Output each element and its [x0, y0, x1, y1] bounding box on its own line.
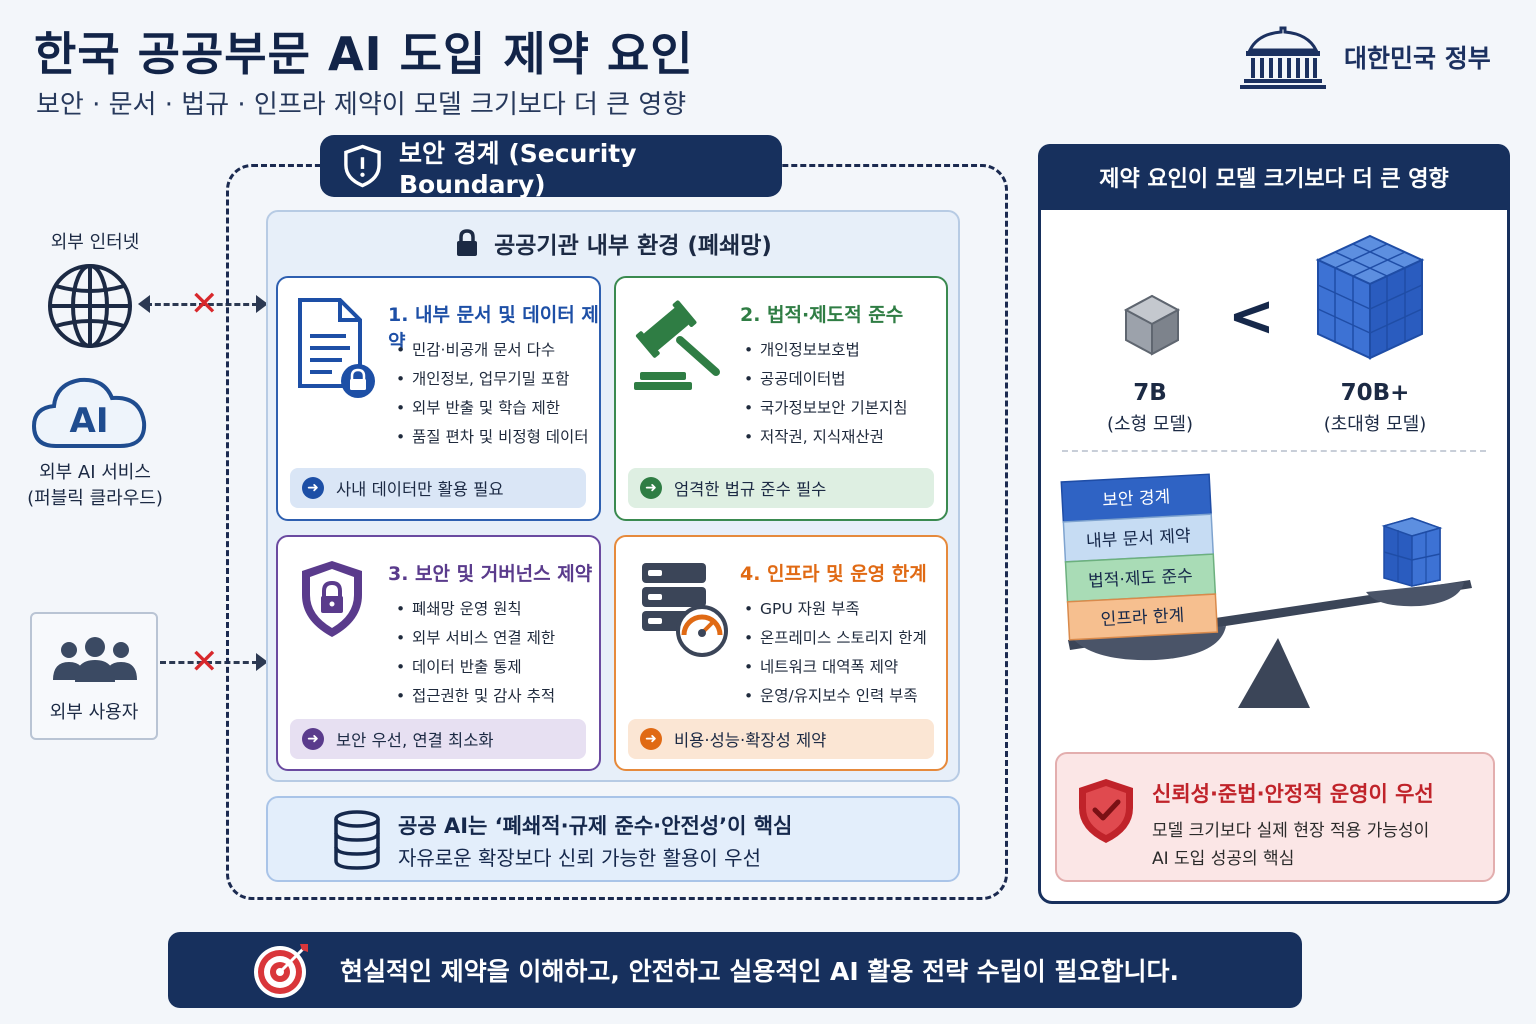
small-model-label: 7B (소형 모델) [1090, 380, 1210, 436]
card-bullets: GPU 자원 부족 온프레미스 스토리지 한계 네트워크 대역폭 제약 운영/유… [744, 595, 927, 711]
small-blue-cube-icon [1381, 517, 1443, 587]
government-logo: 대한민국 정부 [1238, 22, 1508, 92]
shield-check-icon [1079, 779, 1133, 843]
bullet-item: GPU 자원 부족 [744, 595, 927, 624]
card-note-text: 보안 우선, 연결 최소화 [336, 731, 494, 750]
bullet-item: 국가정보보안 기본지침 [744, 394, 908, 423]
footer-message: 현실적인 제약을 이해하고, 안전하고 실용적인 AI 활용 전략 수립이 필요… [340, 957, 1179, 986]
government-building-icon [1240, 26, 1326, 89]
trust-priority-line1: 모델 크기보다 실제 현장 적용 가능성이 [1152, 821, 1430, 841]
small-model-desc: (소형 모델) [1106, 414, 1193, 435]
core-message-title: 공공 AI는 ‘폐쇄적·규제 준수·안전성’이 핵심 [398, 814, 793, 838]
trust-priority-title: 신뢰성·준법·안정적 운영이 우선 [1152, 782, 1434, 806]
bullet-item: 공공데이터법 [744, 365, 908, 394]
external-internet-label: 외부 인터넷 [50, 232, 140, 253]
bullet-item: 민감·비공개 문서 다수 [396, 336, 589, 365]
balance-scale: 보안 경계 내부 문서 제약 법적·제도 준수 인프라 한계 [1060, 473, 1472, 708]
card-note: ➜ 사내 데이터만 활용 필요 [290, 468, 586, 508]
blocked-x-icon: ✕ [190, 642, 219, 682]
card-bullets: 폐쇄망 운영 원칙 외부 서비스 연결 제한 데이터 반출 통제 접근권한 및 … [396, 595, 555, 711]
arrow-circle-icon: ➜ [302, 477, 324, 499]
document-lock-icon [298, 298, 375, 398]
card-legal-compliance: 2. 법적·제도적 준수 개인정보보호법 공공데이터법 국가정보보안 기본지침 … [614, 276, 948, 521]
bullet-item: 폐쇄망 운영 원칙 [396, 595, 555, 624]
card-title: 3. 보안 및 거버넌스 제약 [388, 563, 593, 585]
external-ai-service-label: 외부 AI 서비스 (퍼블릭 클라우드) [10, 460, 180, 512]
shield-icon [344, 144, 381, 188]
trust-priority-box [1055, 752, 1495, 882]
cloud-ai-text: AI [70, 401, 109, 441]
shield-lock-icon [302, 561, 362, 637]
users-blocked-connection [160, 661, 258, 664]
external-ai-line2: (퍼블릭 클라우드) [27, 488, 163, 509]
divider [1062, 450, 1486, 452]
card-bullets: 민감·비공개 문서 다수 개인정보, 업무기밀 포함 외부 반출 및 학습 제한… [396, 336, 589, 452]
trust-priority-line2: AI 도입 성공의 핵심 [1152, 849, 1295, 869]
constraint-impact-header: 제약 요인이 모델 크기보다 더 큰 영향 [1038, 144, 1510, 210]
bullet-item: 외부 반출 및 학습 제한 [396, 394, 589, 423]
stack-infra: 인프라 한계 [1100, 606, 1185, 630]
bullet-item: 개인정보, 업무기밀 포함 [396, 365, 589, 394]
arrow-right-icon [256, 295, 268, 313]
gavel-icon [634, 300, 720, 390]
internal-environment-text: 공공기관 내부 환경 (폐쇄망) [494, 233, 772, 259]
less-than-symbol: < [1228, 284, 1275, 349]
card-note: ➜ 엄격한 법규 준수 필수 [628, 468, 934, 508]
card-internal-documents: 1. 내부 문서 및 데이터 제약 민감·비공개 문서 다수 개인정보, 업무기… [276, 276, 601, 521]
page-subtitle: 보안 · 문서 · 법규 · 인프라 제약이 모델 크기보다 더 큰 영향 [36, 90, 687, 120]
card-note: ➜ 보안 우선, 연결 최소화 [290, 719, 586, 759]
stack-security: 보안 경계 [1102, 487, 1171, 511]
bullet-item: 품질 편차 및 비정형 데이터 [396, 423, 589, 452]
card-title: 2. 법적·제도적 준수 [740, 304, 904, 326]
large-model-size: 70B+ [1340, 380, 1410, 406]
government-label: 대한민국 정부 [1344, 44, 1491, 73]
bullet-item: 개인정보보호법 [744, 336, 908, 365]
target-icon [254, 944, 308, 998]
external-users-box [30, 612, 158, 740]
card-note-text: 사내 데이터만 활용 필요 [336, 480, 504, 499]
card-note-text: 비용·성능·확장성 제약 [674, 731, 827, 750]
database-icon [334, 810, 380, 870]
core-message-subtitle: 자유로운 확장보다 신뢰 가능한 활용이 우선 [398, 846, 761, 870]
small-cube-icon [1123, 294, 1181, 356]
footer-banner: 현실적인 제약을 이해하고, 안전하고 실용적인 AI 활용 전략 수립이 필요… [168, 932, 1302, 1008]
card-title: 4. 인프라 및 운영 한계 [740, 563, 927, 585]
blocked-x-icon: ✕ [190, 284, 219, 324]
bullet-item: 운영/유지보수 인력 부족 [744, 682, 927, 711]
server-gauge-icon [642, 563, 728, 657]
bullet-item: 외부 서비스 연결 제한 [396, 624, 555, 653]
bullet-item: 저작권, 지식재산권 [744, 423, 908, 452]
arrow-right-icon [256, 653, 268, 671]
small-model-size: 7B [1133, 380, 1167, 406]
large-cube-icon [1315, 234, 1425, 360]
bullet-item: 네트워크 대역폭 제약 [744, 653, 927, 682]
internet-blocked-connection [146, 303, 258, 306]
external-users-label: 외부 사용자 [49, 702, 139, 723]
security-boundary-text: 보안 경계 (Security Boundary) [398, 138, 637, 199]
large-model-label: 70B+ (초대형 모델) [1300, 380, 1450, 436]
page-title: 한국 공공부문 AI 도입 제약 요인 [34, 27, 694, 81]
security-boundary-label: 보안 경계 (Security Boundary) [320, 135, 782, 199]
large-model-desc: (초대형 모델) [1323, 414, 1427, 435]
lock-icon [457, 229, 478, 256]
globe-icon [48, 264, 132, 348]
card-note-text: 엄격한 법규 준수 필수 [674, 480, 827, 499]
bullet-item: 접근권한 및 감사 추적 [396, 682, 555, 711]
arrow-circle-icon: ➜ [640, 477, 662, 499]
external-ai-line1: 외부 AI 서비스 [39, 462, 151, 483]
internal-environment-title: 공공기관 내부 환경 (폐쇄망) [266, 226, 960, 260]
users-icon [53, 637, 137, 682]
card-infrastructure: 4. 인프라 및 운영 한계 GPU 자원 부족 온프레미스 스토리지 한계 네… [614, 535, 948, 771]
arrow-left-icon [138, 295, 150, 313]
arrow-circle-icon: ➜ [640, 728, 662, 750]
card-bullets: 개인정보보호법 공공데이터법 국가정보보안 기본지침 저작권, 지식재산권 [744, 336, 908, 452]
arrow-circle-icon: ➜ [302, 728, 324, 750]
card-note: ➜ 비용·성능·확장성 제약 [628, 719, 934, 759]
bullet-item: 데이터 반출 통제 [396, 653, 555, 682]
card-security-governance: 3. 보안 및 거버넌스 제약 폐쇄망 운영 원칙 외부 서비스 연결 제한 데… [276, 535, 601, 771]
cloud-ai-icon: AI [31, 377, 147, 448]
core-message-box [266, 796, 960, 882]
bullet-item: 온프레미스 스토리지 한계 [744, 624, 927, 653]
